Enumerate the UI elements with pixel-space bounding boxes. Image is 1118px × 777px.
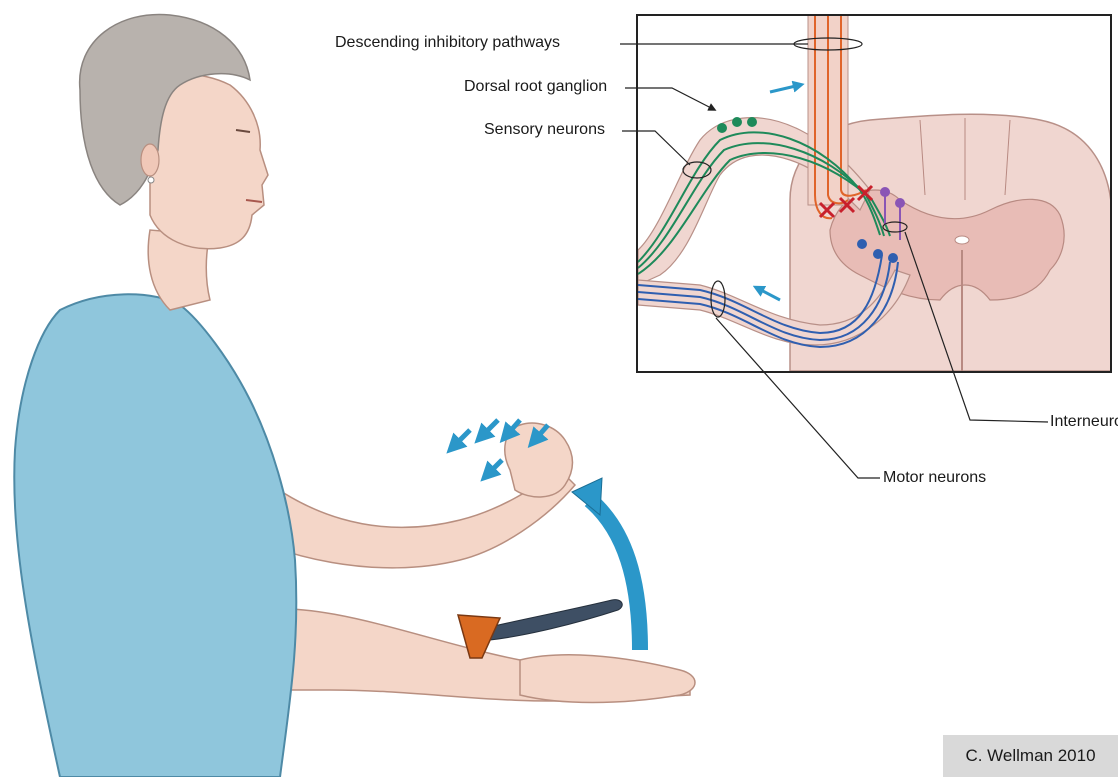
label-sensory-neurons: Sensory neurons bbox=[484, 121, 605, 139]
upward-arrowhead bbox=[572, 478, 602, 515]
reflex-hammer bbox=[458, 600, 622, 658]
label-interneurons: Interneurons bbox=[1050, 413, 1118, 431]
upward-motion-arrow bbox=[590, 500, 640, 650]
label-dorsal-root-ganglion: Dorsal root ganglion bbox=[464, 78, 607, 96]
hammer-handle bbox=[485, 600, 622, 640]
ear bbox=[141, 144, 159, 176]
inset-panel bbox=[637, 15, 1112, 372]
credit-text: C. Wellman 2010 bbox=[965, 746, 1095, 766]
shirt bbox=[14, 294, 296, 777]
label-motor-neurons: Motor neurons bbox=[883, 469, 986, 487]
central-canal bbox=[955, 236, 969, 244]
open-palm bbox=[520, 655, 695, 703]
label-descending-inhibitory-pathways: Descending inhibitory pathways bbox=[335, 34, 560, 52]
credit-box: C. Wellman 2010 bbox=[943, 735, 1118, 777]
earring bbox=[148, 177, 154, 183]
